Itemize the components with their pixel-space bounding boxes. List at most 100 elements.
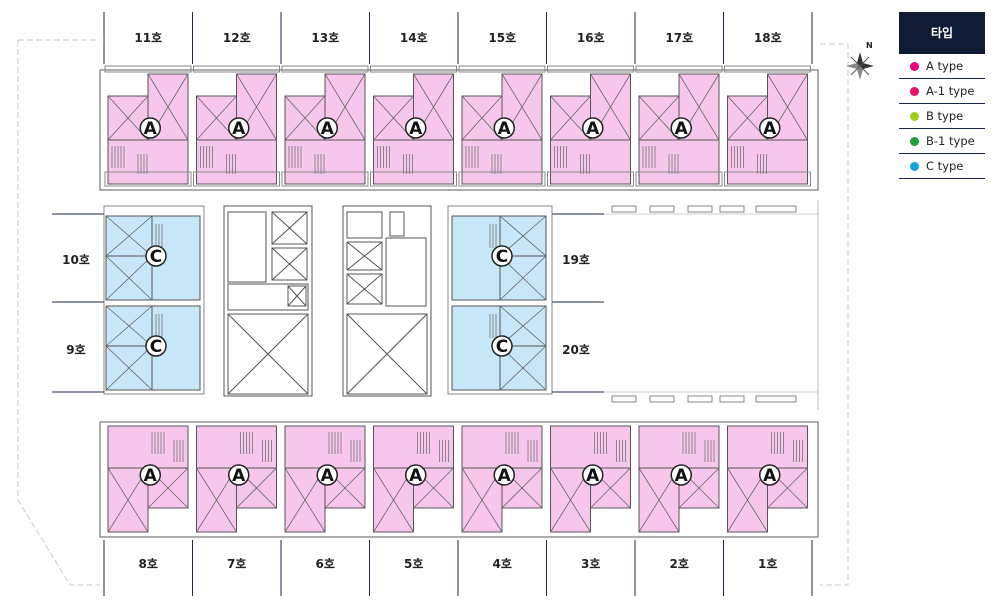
unit-type-marker: A (405, 117, 427, 139)
unit-top[interactable] (635, 65, 723, 187)
unit-type-marker: C (145, 245, 167, 267)
unit-label: 15호 (488, 31, 516, 45)
unit-top[interactable] (370, 65, 457, 187)
unit-side[interactable] (105, 305, 201, 391)
north-label: N (866, 41, 873, 50)
unit-label: 2호 (670, 557, 689, 571)
legend-label: A type (926, 59, 964, 73)
unit-label: 8호 (139, 557, 158, 571)
unit-type-marker: A (139, 117, 161, 139)
unit-bottom[interactable] (196, 425, 277, 533)
unit-fills (104, 65, 811, 533)
legend-label: B-1 type (926, 134, 975, 148)
type-marker-letter: C (150, 337, 162, 357)
legend-label: A-1 type (926, 84, 975, 98)
legend-dot (910, 61, 919, 71)
unit-label: 11호 (134, 31, 162, 45)
type-legend: 타입 A type A-1 type B type B-1 type C typ… (899, 12, 985, 179)
type-marker-letter: A (321, 119, 335, 139)
legend-label: C type (926, 159, 964, 173)
type-marker-letter: A (675, 466, 689, 486)
type-marker-circle (493, 117, 515, 139)
unit-type-marker: A (582, 464, 604, 486)
type-marker-letter: A (409, 466, 423, 486)
legend-item-b: B type (899, 104, 985, 129)
unit-type-marker: A (316, 464, 338, 486)
type-markers: A A A A A A A A A A A A A A A A C C C C (139, 117, 781, 486)
type-marker-circle (139, 464, 161, 486)
legend-dot (910, 111, 919, 121)
type-marker-letter: A (586, 119, 600, 139)
unit-type-marker: C (491, 335, 513, 357)
unit-bottom[interactable] (550, 425, 631, 533)
unit-label: 3호 (581, 557, 600, 571)
legend-dot (910, 161, 919, 171)
unit-label: 4호 (493, 557, 512, 571)
unit-top[interactable] (547, 65, 634, 187)
type-marker-circle (139, 117, 161, 139)
unit-label: 10호 (62, 253, 90, 267)
type-marker-letter: A (409, 119, 423, 139)
unit-type-marker: A (405, 464, 427, 486)
unit-type-marker: A (228, 464, 250, 486)
type-marker-letter: A (763, 119, 777, 139)
type-marker-circle (582, 464, 604, 486)
legend-dot (910, 136, 919, 146)
legend-dot (910, 86, 919, 96)
unit-type-marker: A (228, 117, 250, 139)
type-marker-circle (759, 117, 781, 139)
type-marker-circle (316, 117, 338, 139)
type-marker-circle (228, 464, 250, 486)
unit-type-marker: A (493, 117, 515, 139)
type-marker-letter: A (498, 466, 512, 486)
unit-type-marker: A (759, 464, 781, 486)
unit-type-marker: C (145, 335, 167, 357)
site-boundary (17, 39, 849, 586)
type-marker-circle (228, 117, 250, 139)
unit-type-marker: A (670, 117, 692, 139)
type-marker-letter: A (675, 119, 689, 139)
unit-type-marker: A (759, 117, 781, 139)
unit-side[interactable] (451, 305, 547, 391)
central-core (103, 205, 553, 397)
type-marker-letter: C (496, 337, 508, 357)
type-marker-letter: A (586, 466, 600, 486)
stair-hatching (111, 146, 803, 462)
unit-label: 18호 (754, 31, 782, 45)
type-marker-circle (145, 335, 167, 357)
unit-label: 17호 (665, 31, 693, 45)
type-marker-letter: A (763, 466, 777, 486)
legend-label: B type (926, 109, 964, 123)
type-marker-letter: A (144, 466, 158, 486)
unit-label: 13호 (311, 31, 339, 45)
type-marker-circle (670, 117, 692, 139)
unit-bottom[interactable] (373, 425, 454, 533)
type-marker-letter: A (321, 466, 335, 486)
unit-label: 16호 (577, 31, 605, 45)
type-marker-letter: A (232, 466, 246, 486)
unit-label: 12호 (223, 31, 251, 45)
unit-top[interactable] (193, 65, 280, 187)
unit-label: 14호 (400, 31, 428, 45)
legend-item-a: A type (899, 54, 985, 79)
type-marker-letter: A (232, 119, 246, 139)
unit-type-marker: C (491, 245, 513, 267)
type-marker-circle (670, 464, 692, 486)
type-marker-circle (491, 335, 513, 357)
type-marker-circle (405, 117, 427, 139)
unit-type-marker: A (670, 464, 692, 486)
unit-label: 19호 (562, 253, 590, 267)
type-marker-letter: C (496, 247, 508, 267)
unit-label: 20호 (562, 343, 590, 357)
unit-label: 5호 (404, 557, 423, 571)
unit-bottom[interactable] (284, 425, 366, 533)
unit-bottom[interactable] (107, 425, 189, 533)
unit-type-marker: A (316, 117, 338, 139)
type-marker-circle (493, 464, 515, 486)
unit-label: 9호 (66, 343, 85, 357)
type-marker-circle (405, 464, 427, 486)
unit-type-marker: A (582, 117, 604, 139)
type-marker-circle (759, 464, 781, 486)
